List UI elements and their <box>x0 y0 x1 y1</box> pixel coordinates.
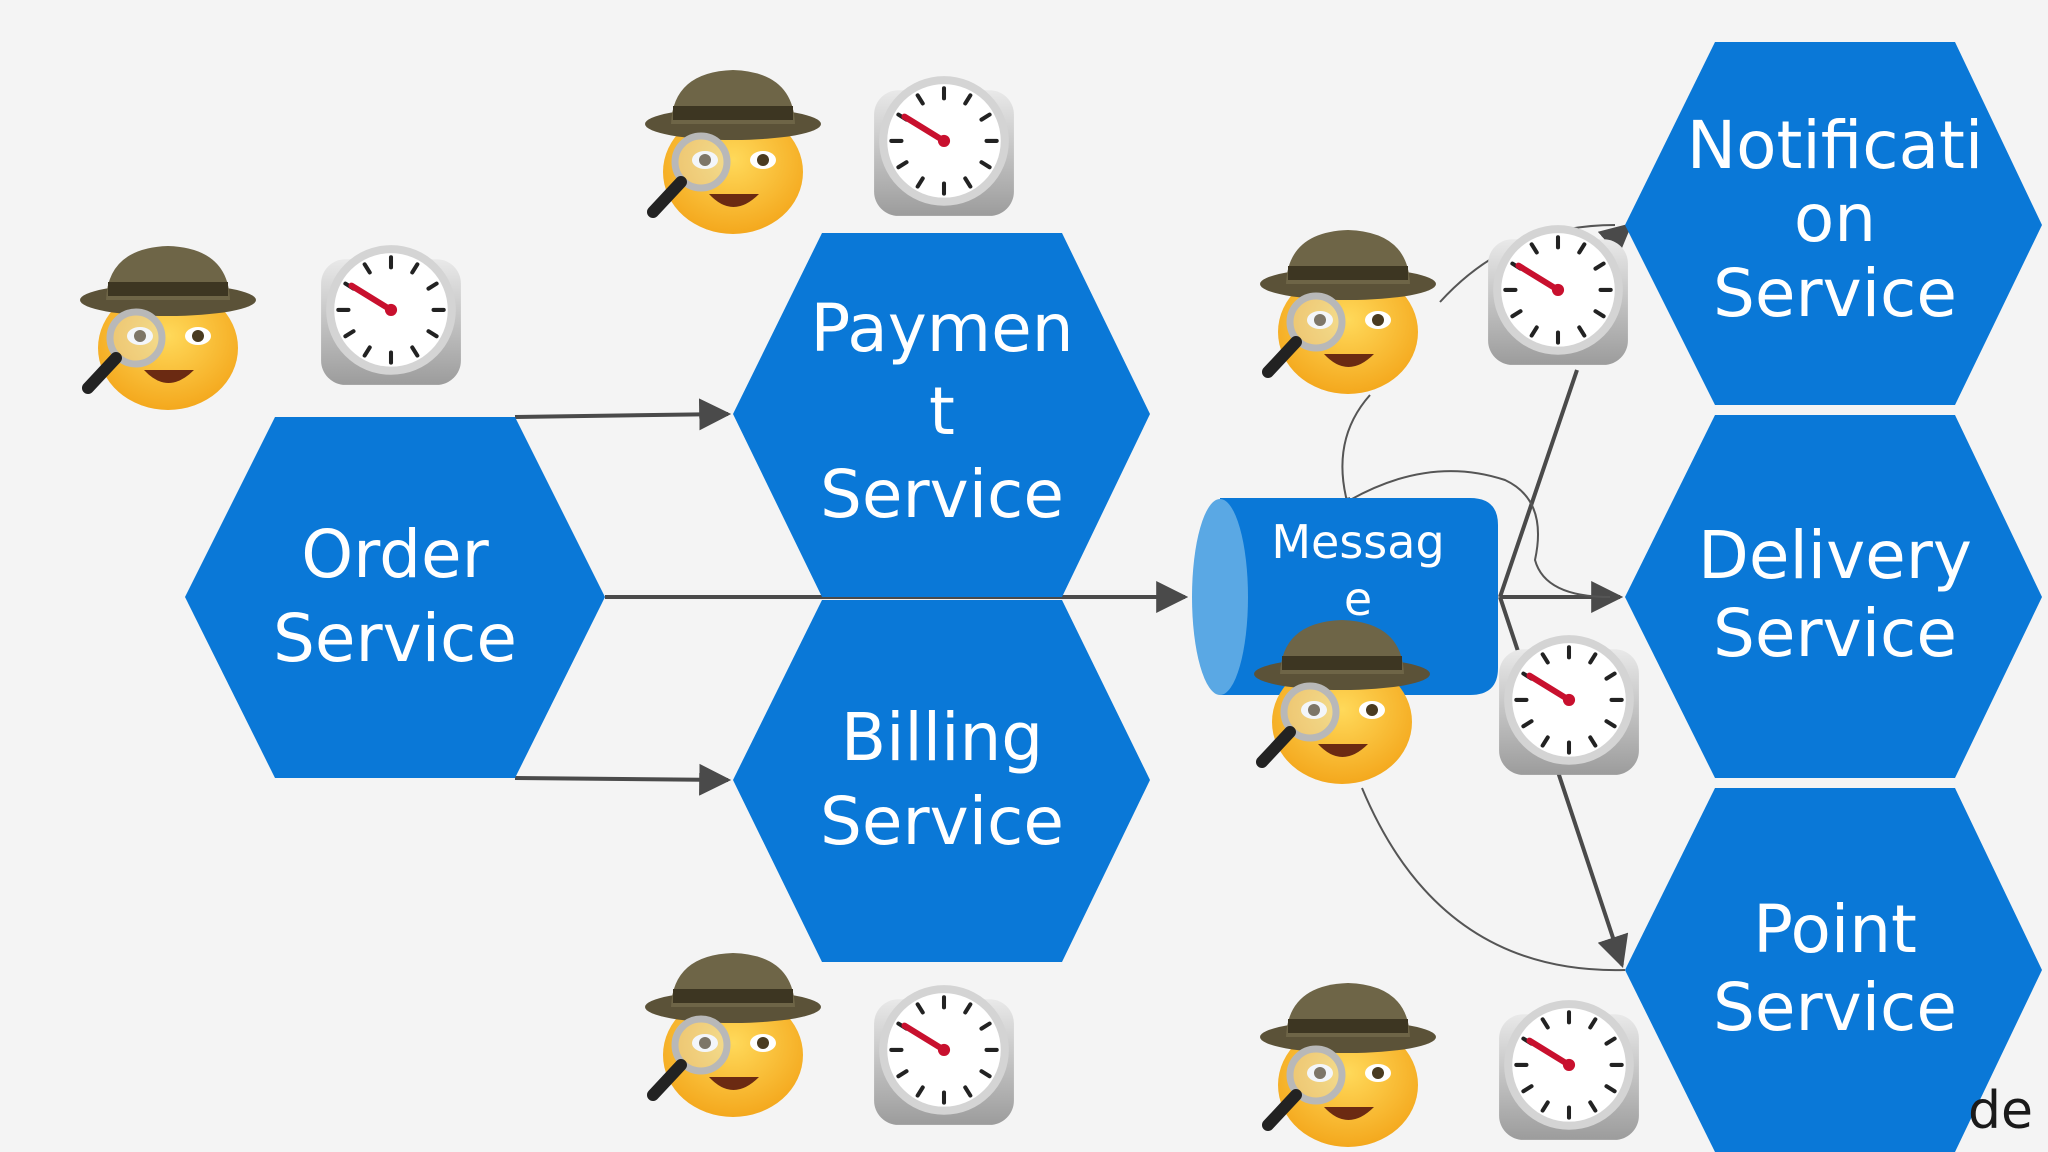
corner-text-fragment: de <box>1968 1081 2033 1141</box>
point-service-label-line-2: Service <box>1713 969 1957 1046</box>
line-queue-to-notification-timer <box>1498 369 1579 598</box>
payment-service-label-line-1: Paymen <box>810 290 1073 367</box>
arrow-order-to-billing <box>514 763 732 796</box>
billing-service: Billing Service <box>733 600 1150 962</box>
payment-service-hexagon <box>733 233 1150 597</box>
arrow-order-to-payment <box>514 398 732 431</box>
trace-curve-delivery <box>1349 470 1611 598</box>
notification-service: Notificati on Service <box>1625 42 2042 405</box>
billing-service-label-line-2: Service <box>820 783 1064 860</box>
stopwatch-icon <box>1499 635 1639 775</box>
stopwatch-icon <box>874 76 1014 216</box>
billing-service-label-line-1: Billing <box>841 699 1043 776</box>
detective-emoji-icon <box>645 70 821 234</box>
billing-service-hexagon <box>733 600 1150 962</box>
point-service-hexagon <box>1625 788 2042 1152</box>
delivery-service-label-line-2: Service <box>1713 595 1957 672</box>
detective-emoji-icon <box>1260 230 1436 394</box>
notification-service-label-line-3: Service <box>1713 255 1957 332</box>
point-service-label-line-1: Point <box>1753 891 1917 968</box>
stopwatch-icon <box>1499 1000 1639 1140</box>
stopwatch-icon <box>874 985 1014 1125</box>
stopwatch-icon <box>1488 225 1628 365</box>
queue-label-line-1: Messag <box>1271 515 1444 569</box>
queue-label-line-2: e <box>1344 572 1372 626</box>
queue-end-cap <box>1192 499 1248 695</box>
delivery-service-hexagon <box>1625 415 2042 778</box>
notification-service-label-line-1: Notificati <box>1687 107 1983 184</box>
stopwatch-icon <box>321 245 461 385</box>
payment-service: Paymen t Service <box>733 233 1150 597</box>
notification-service-hexagon <box>1625 42 2042 405</box>
trace-curve-queue-in <box>1341 394 1371 506</box>
point-service: Point Service <box>1625 788 2042 1152</box>
delivery-service-label-line-1: Delivery <box>1698 517 1972 594</box>
payment-service-label-line-2: t <box>929 373 955 450</box>
order-service-label-line-1: Order <box>301 516 489 593</box>
order-service-hexagon <box>185 417 605 778</box>
payment-service-label-line-3: Service <box>820 456 1064 533</box>
notification-service-label-line-2: on <box>1794 180 1876 257</box>
detective-emoji-icon <box>80 246 256 410</box>
order-service-label-line-2: Service <box>273 600 517 677</box>
delivery-service: Delivery Service <box>1625 415 2042 778</box>
detective-emoji-icon <box>1260 983 1436 1147</box>
detective-emoji-icon <box>645 953 821 1117</box>
order-service: Order Service <box>185 417 605 778</box>
trace-curve-point <box>1361 787 1626 972</box>
